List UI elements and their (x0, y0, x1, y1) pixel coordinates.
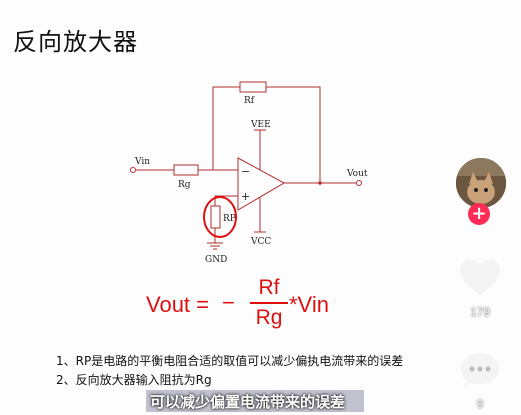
formula-fraction-bar (250, 302, 288, 304)
rg-resistor (173, 164, 199, 176)
video-subtitle: 可以减少偏置电流带来的误差 (150, 393, 346, 411)
vin-terminal (130, 167, 136, 173)
comment-count: 9 (476, 397, 484, 411)
note-1: 1、RP是电路的平衡电阻合适的取值可以减少偏执电流带来的误差 (56, 354, 404, 368)
vcc-label: VCC (250, 237, 271, 247)
formula-minus: − (222, 290, 235, 315)
subtitle-background (146, 390, 364, 412)
feedback-wire (212, 86, 240, 170)
vout-terminal (356, 180, 362, 186)
formula-numerator: Rf (258, 276, 280, 299)
like-count: 179 (469, 305, 491, 319)
formula-fraction: Rf Rg (250, 276, 288, 330)
rp-label: RP (223, 214, 236, 224)
formula-rhs: *Vin (289, 292, 329, 317)
opamp-plus-pin: + (241, 190, 250, 203)
comment-icon[interactable] (458, 350, 502, 390)
opamp-minus-pin: − (241, 165, 250, 178)
rg-label: Rg (178, 180, 191, 190)
formula-denominator: Rg (255, 306, 283, 329)
rf-label: Rf (244, 96, 255, 106)
opamp-symbol (237, 157, 286, 211)
creator-avatar[interactable] (454, 156, 508, 210)
slide-title: 反向放大器 (13, 28, 138, 56)
rf-resistor (239, 81, 267, 93)
heart-icon[interactable] (458, 258, 502, 298)
rp-wire (214, 195, 238, 206)
note-2: 2、反向放大器输入阻抗为Rg (56, 373, 212, 387)
vin-label: Vin (134, 157, 150, 167)
rp-resistor (210, 205, 221, 229)
formula-lhs: Vout = (146, 292, 210, 317)
output-junction (318, 181, 322, 185)
vee-label: VEE (250, 120, 271, 130)
gain-formula: Vout = − Rf Rg *Vin (146, 276, 346, 336)
vout-label: Vout (346, 169, 368, 179)
follow-button[interactable]: + (468, 203, 490, 225)
feedback-wire-right (266, 86, 321, 183)
cat-avatar-icon (456, 158, 506, 208)
rp-highlight-circle (203, 196, 237, 238)
gnd-label: GND (205, 255, 227, 265)
